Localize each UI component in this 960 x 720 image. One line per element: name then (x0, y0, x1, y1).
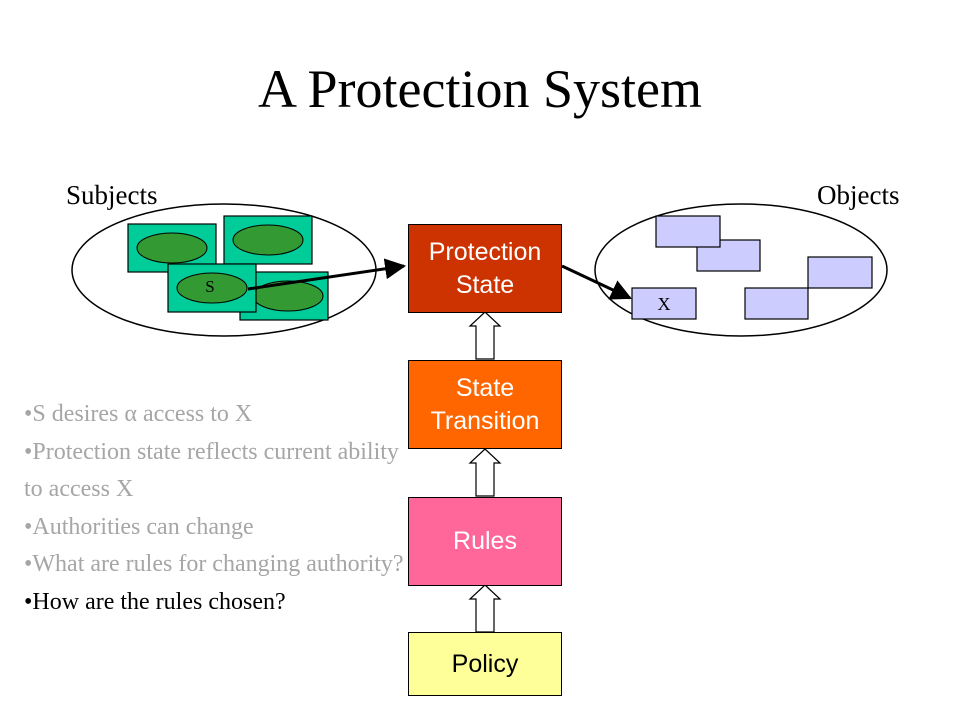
subject-s-label: S (205, 277, 214, 296)
hollow-arrow-policy-to-rules (468, 584, 502, 633)
page-title: A Protection System (258, 59, 702, 119)
state-transition-box: State Transition (408, 360, 562, 449)
subjects-label: Subjects (66, 180, 158, 210)
bullet-item: •Protection state reflects current abili… (24, 438, 399, 503)
bullet-item: •What are rules for changing authority? (24, 551, 404, 577)
objects-label: Objects (817, 180, 900, 210)
bullet-item: •Authorities can change (24, 513, 254, 540)
object-box (807, 256, 873, 289)
arrow-s-to-protection-state (247, 258, 407, 291)
subject-box (223, 215, 313, 265)
object-x-label: X (658, 294, 671, 314)
protection-state-box: Protection State (408, 224, 562, 313)
bullet-item: •How are the rules chosen? (24, 588, 286, 615)
bullet-list: •S desires α access to X •Protection sta… (24, 396, 404, 621)
object-box (744, 287, 809, 320)
policy-box: Policy (408, 632, 562, 696)
arrow-protection-state-to-x (561, 264, 632, 300)
hollow-arrow-rules-to-transition (468, 448, 502, 497)
hollow-arrow-transition-to-state (468, 311, 502, 360)
rules-box: Rules (408, 497, 562, 586)
bullet-item: •S desires α access to X (24, 401, 253, 427)
object-x-box: X (631, 287, 697, 320)
subject-s-box: S (167, 263, 257, 313)
object-box (655, 215, 721, 248)
